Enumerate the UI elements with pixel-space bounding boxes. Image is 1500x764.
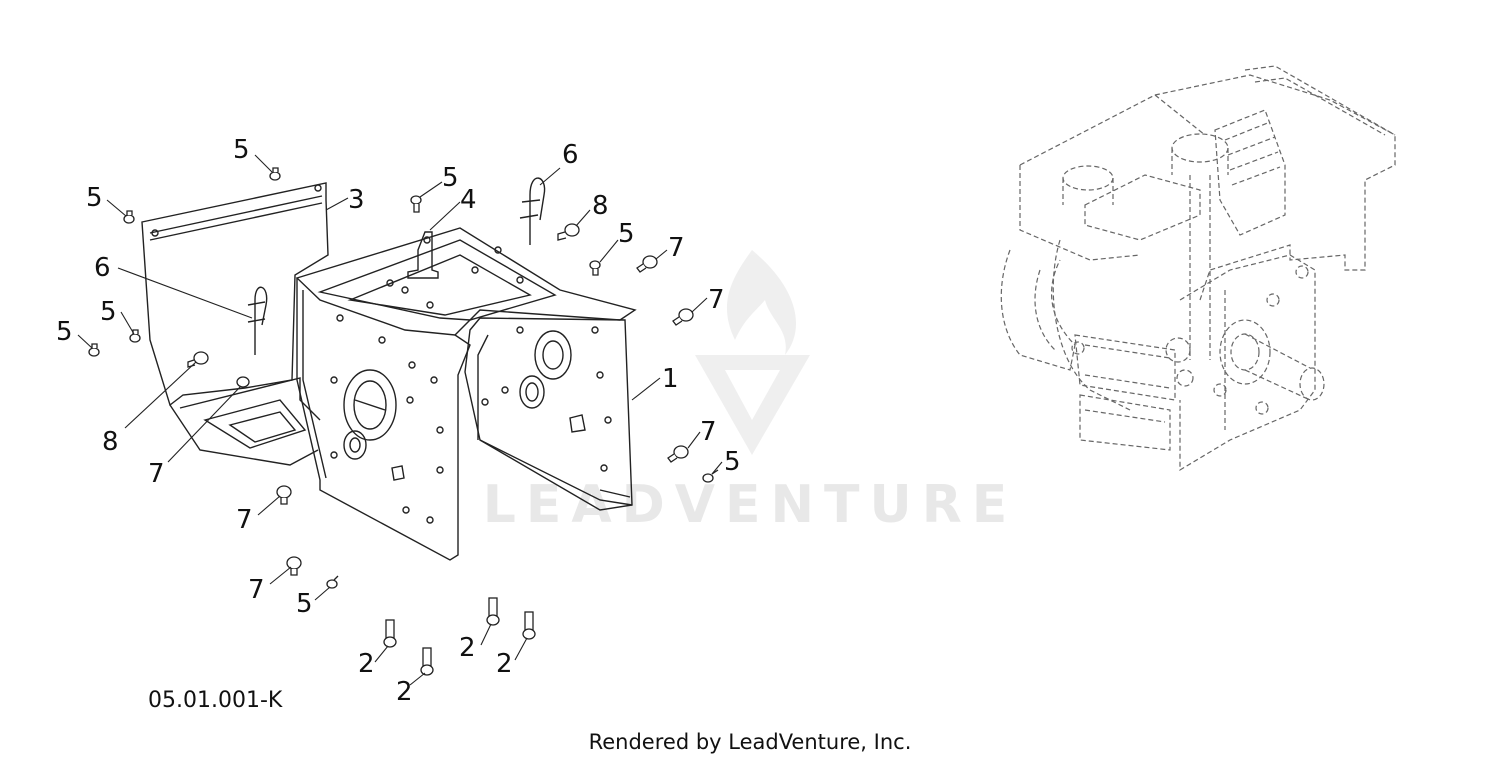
watermark-text: LEADVENTURE bbox=[483, 475, 1018, 535]
callout-5: 5 bbox=[86, 183, 103, 213]
callout-6: 6 bbox=[94, 253, 111, 283]
part-6-pins bbox=[247, 177, 546, 355]
callout-3: 3 bbox=[348, 185, 365, 215]
callout-7: 7 bbox=[248, 575, 265, 605]
callouts: 1 2 2 2 2 3 4 5 5 5 5 5 5 5 5 6 6 7 7 7 … bbox=[56, 135, 741, 707]
watermark: LEADVENTURE bbox=[483, 250, 1018, 535]
callout-2: 2 bbox=[459, 633, 476, 663]
fastener-7 bbox=[276, 485, 292, 505]
frame-holes bbox=[330, 246, 612, 524]
callout-5: 5 bbox=[618, 219, 635, 249]
callout-7: 7 bbox=[668, 233, 685, 263]
callout-1: 1 bbox=[662, 364, 679, 394]
fastener-5 bbox=[410, 195, 422, 213]
callout-4: 4 bbox=[460, 185, 477, 215]
fastener-2-stud bbox=[486, 597, 500, 626]
callout-5: 5 bbox=[100, 297, 117, 327]
fastener-7 bbox=[636, 255, 658, 273]
callout-7: 7 bbox=[700, 417, 717, 447]
callout-6: 6 bbox=[562, 140, 579, 170]
fastener-2-stud bbox=[420, 647, 434, 676]
callout-7: 7 bbox=[236, 505, 253, 535]
fastener-5 bbox=[269, 167, 281, 181]
callout-8: 8 bbox=[592, 191, 609, 221]
callout-5: 5 bbox=[724, 447, 741, 477]
callout-5: 5 bbox=[296, 589, 313, 619]
callout-8: 8 bbox=[102, 427, 119, 457]
fastener-2-stud bbox=[522, 611, 536, 640]
fastener-7 bbox=[672, 308, 694, 326]
fastener-8 bbox=[557, 223, 580, 241]
callout-7: 7 bbox=[148, 459, 165, 489]
fastener-5 bbox=[589, 260, 601, 276]
fastener-7 bbox=[286, 556, 302, 576]
footer-credit: Rendered by LeadVenture, Inc. bbox=[588, 730, 912, 754]
callout-2: 2 bbox=[358, 649, 375, 679]
engine-reference-outline bbox=[1000, 65, 1396, 472]
fastener-5 bbox=[123, 210, 135, 224]
part-1-chassis-frame bbox=[295, 227, 637, 561]
callout-5: 5 bbox=[442, 163, 459, 193]
fastener-2-stud bbox=[383, 619, 397, 648]
leader-lines bbox=[77, 154, 723, 686]
fastener-5 bbox=[129, 329, 141, 343]
watermark-v-icon bbox=[695, 355, 810, 455]
fastener-5 bbox=[326, 575, 339, 589]
diagram-code: 05.01.001-K bbox=[148, 688, 283, 713]
callout-2: 2 bbox=[396, 677, 413, 707]
part-4-bracket bbox=[407, 231, 439, 279]
fasteners bbox=[88, 167, 719, 676]
fastener-7 bbox=[236, 376, 250, 388]
fastener-7 bbox=[667, 445, 689, 463]
callout-5: 5 bbox=[56, 317, 73, 347]
callout-2: 2 bbox=[496, 649, 513, 679]
callout-7: 7 bbox=[708, 285, 725, 315]
watermark-flame-icon bbox=[726, 250, 797, 355]
fastener-5 bbox=[88, 343, 100, 357]
callout-5: 5 bbox=[233, 135, 250, 165]
part-3-shroud-plate bbox=[141, 182, 329, 466]
fastener-8 bbox=[187, 351, 209, 368]
